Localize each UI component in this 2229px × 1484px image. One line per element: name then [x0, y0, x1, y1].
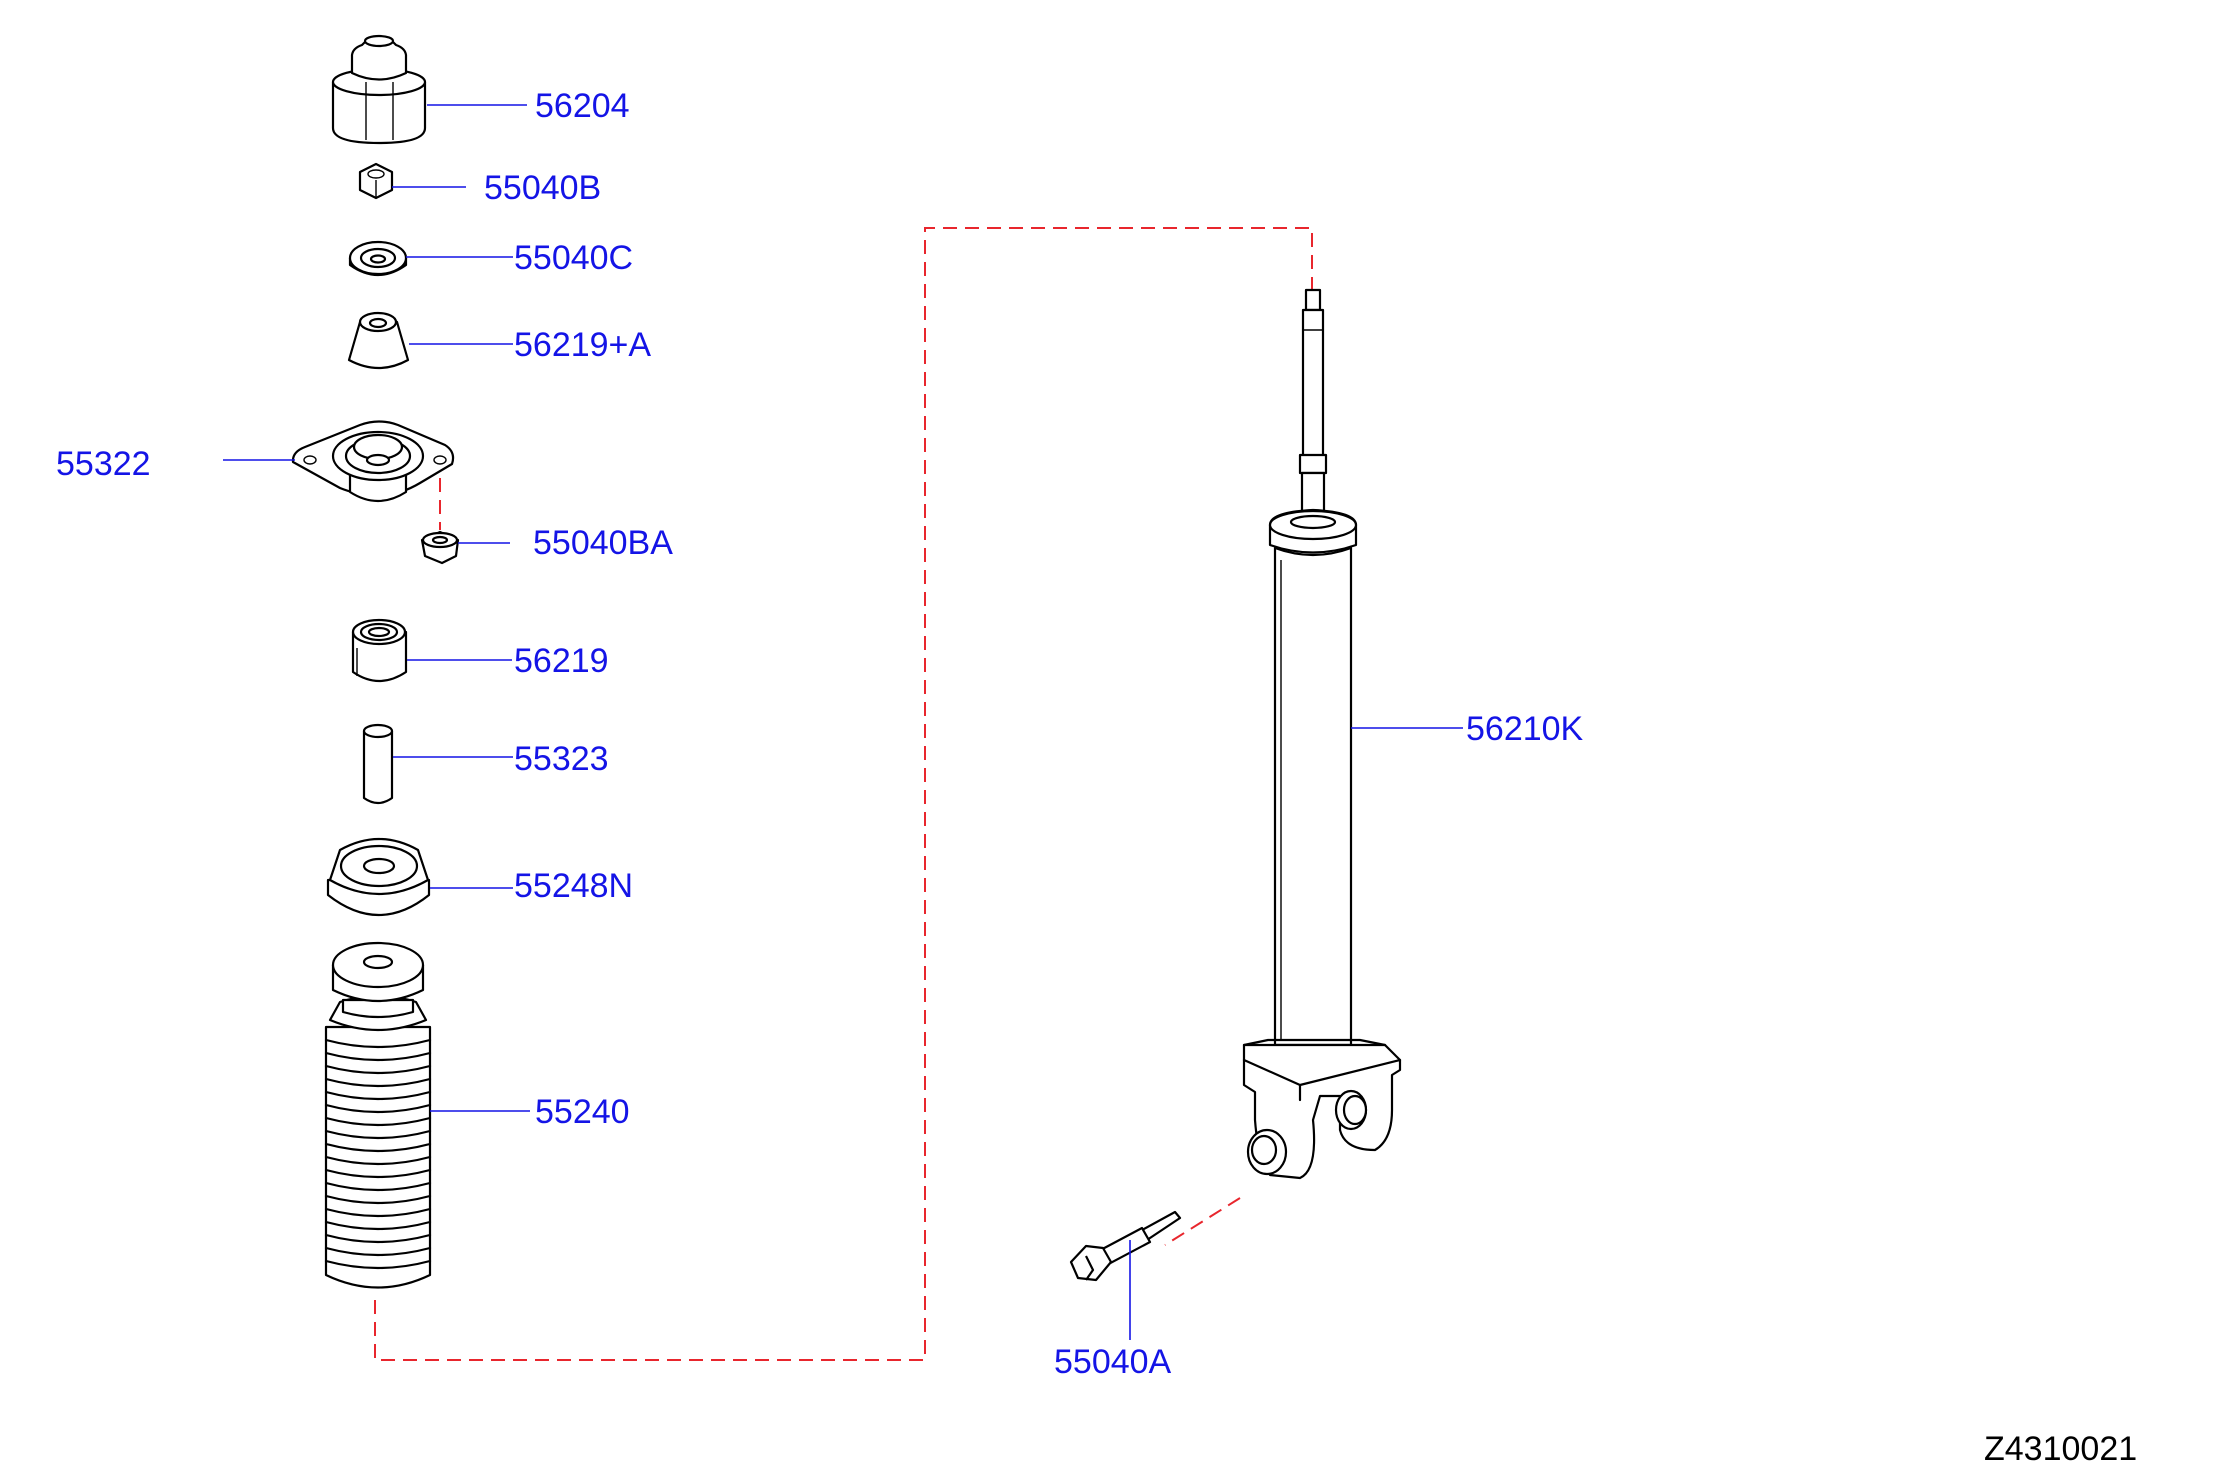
leader-lines: [223, 104, 1463, 1340]
boot-rib: [324, 1155, 432, 1166]
boot-rib: [324, 1142, 432, 1153]
label-55040b[interactable]: 55040B: [484, 169, 601, 207]
label-55322[interactable]: 55322: [56, 445, 151, 483]
boot-rib: [324, 1168, 432, 1179]
label-55040ba[interactable]: 55040BA: [533, 524, 673, 562]
label-55323[interactable]: 55323: [514, 740, 609, 778]
label-56210k[interactable]: 56210K: [1466, 710, 1584, 748]
boot-rib: [324, 1259, 432, 1270]
boot-rib: [324, 1077, 432, 1088]
label-55040a[interactable]: 55040A: [1054, 1343, 1172, 1381]
assembly-lines: [374, 227, 1313, 1361]
boot-rib: [324, 1038, 432, 1049]
label-55248n[interactable]: 55248N: [514, 867, 633, 905]
label-55240[interactable]: 55240: [535, 1093, 630, 1131]
part-labels: 56204 55040B 55040C 56219+A 55322 55040B…: [56, 87, 2137, 1468]
boot-rib: [324, 1051, 432, 1062]
nut-ba-part: [420, 530, 460, 565]
boot-rib: [324, 1233, 432, 1244]
boot-rib: [324, 1246, 432, 1257]
bushing-a-part: [347, 311, 410, 370]
boot-rib: [324, 1103, 432, 1114]
bump-stop-cap-part: [331, 34, 427, 145]
boot-rib: [324, 1207, 432, 1218]
boot-rib: [324, 1129, 432, 1140]
boot-rib: [324, 1116, 432, 1127]
boot-rib: [324, 1194, 432, 1205]
dust-boot-part: [324, 941, 432, 1289]
boot-rib: [324, 1220, 432, 1231]
washer-c-part: [348, 240, 408, 276]
boot-rib: [324, 1090, 432, 1101]
spacer-part: [362, 723, 394, 805]
label-56219-a[interactable]: 56219+A: [514, 326, 651, 364]
nut-b-part: [358, 162, 394, 200]
seat-part: [326, 837, 431, 916]
mount-plate-part: [291, 420, 455, 503]
boot-rib: [324, 1181, 432, 1192]
label-56204[interactable]: 56204: [535, 87, 630, 125]
bushing-part: [351, 618, 408, 683]
diagram-code: Z4310021: [1984, 1430, 2137, 1468]
label-55040c[interactable]: 55040C: [514, 239, 633, 277]
bolt-part: [1069, 1210, 1182, 1282]
boot-rib: [324, 1064, 432, 1075]
shock-absorber-part: [1242, 288, 1402, 1180]
label-56219[interactable]: 56219: [514, 642, 609, 680]
